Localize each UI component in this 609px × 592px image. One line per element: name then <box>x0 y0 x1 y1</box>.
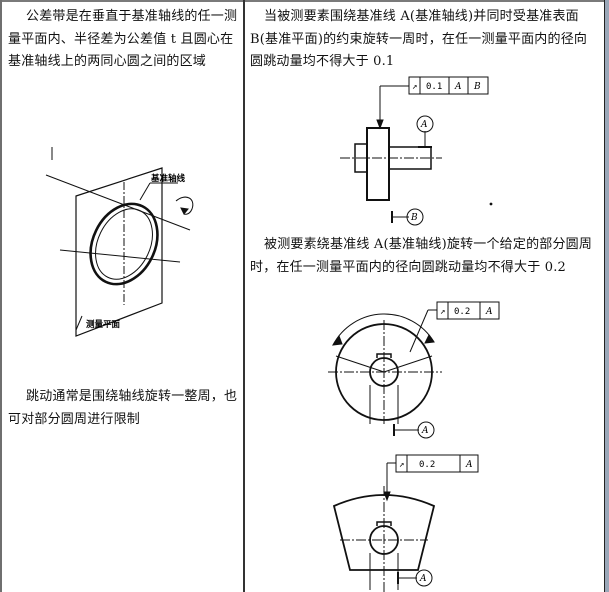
sector-part-drawing <box>332 454 479 592</box>
full-runout-requirement: 当被测要素围绕基准线 A(基准轴线)并同时受基准表面 B(基准平面)的约束旋转一… <box>250 9 588 69</box>
datum-a-marker-3: A <box>419 574 427 584</box>
shaft-drawing <box>340 76 489 226</box>
measuring-plane-label: 测量平面 <box>86 319 121 330</box>
datum-ref-b-1: B <box>473 82 481 92</box>
tolerance-value-2: 0.2 <box>454 307 470 317</box>
datum-ref-a-3: A <box>465 460 473 470</box>
tolerance-value-1: 0.1 <box>426 82 442 92</box>
top-border <box>0 0 609 2</box>
window-right-edge <box>604 0 609 592</box>
left-border <box>0 0 2 592</box>
tolerance-zone-description: 公差带是在垂直于基准轴线的任一测量平面内、半径差为公差值 t 且圆心在基准轴线上… <box>8 9 238 69</box>
runout-symbol-3: ↗ <box>399 460 404 470</box>
datum-a-marker: A <box>420 120 428 130</box>
runout-symbol-2: ↗ <box>440 307 445 317</box>
tolerance-value-3: 0.2 <box>419 460 435 470</box>
runout-symbol-1: ↗ <box>412 82 417 92</box>
datum-b-marker: B <box>410 213 418 223</box>
stray-dot <box>489 202 493 206</box>
partial-runout-requirement: 被测要素绕基准线 A(基准轴线)旋转一个给定的部分圆周时，在任一测量平面内的径向… <box>250 237 593 275</box>
datum-a-marker-2: A <box>421 426 429 436</box>
column-divider <box>243 0 245 592</box>
datum-ref-a-2: A <box>485 307 493 317</box>
runout-note: 跳动通常是围绕轴线旋转一整周，也可对部分圆周进行限制 <box>8 389 238 427</box>
base-axis-label: 基准轴线 <box>150 173 186 184</box>
circular-part-drawing <box>328 301 500 439</box>
datum-ref-a-1: A <box>454 82 462 92</box>
